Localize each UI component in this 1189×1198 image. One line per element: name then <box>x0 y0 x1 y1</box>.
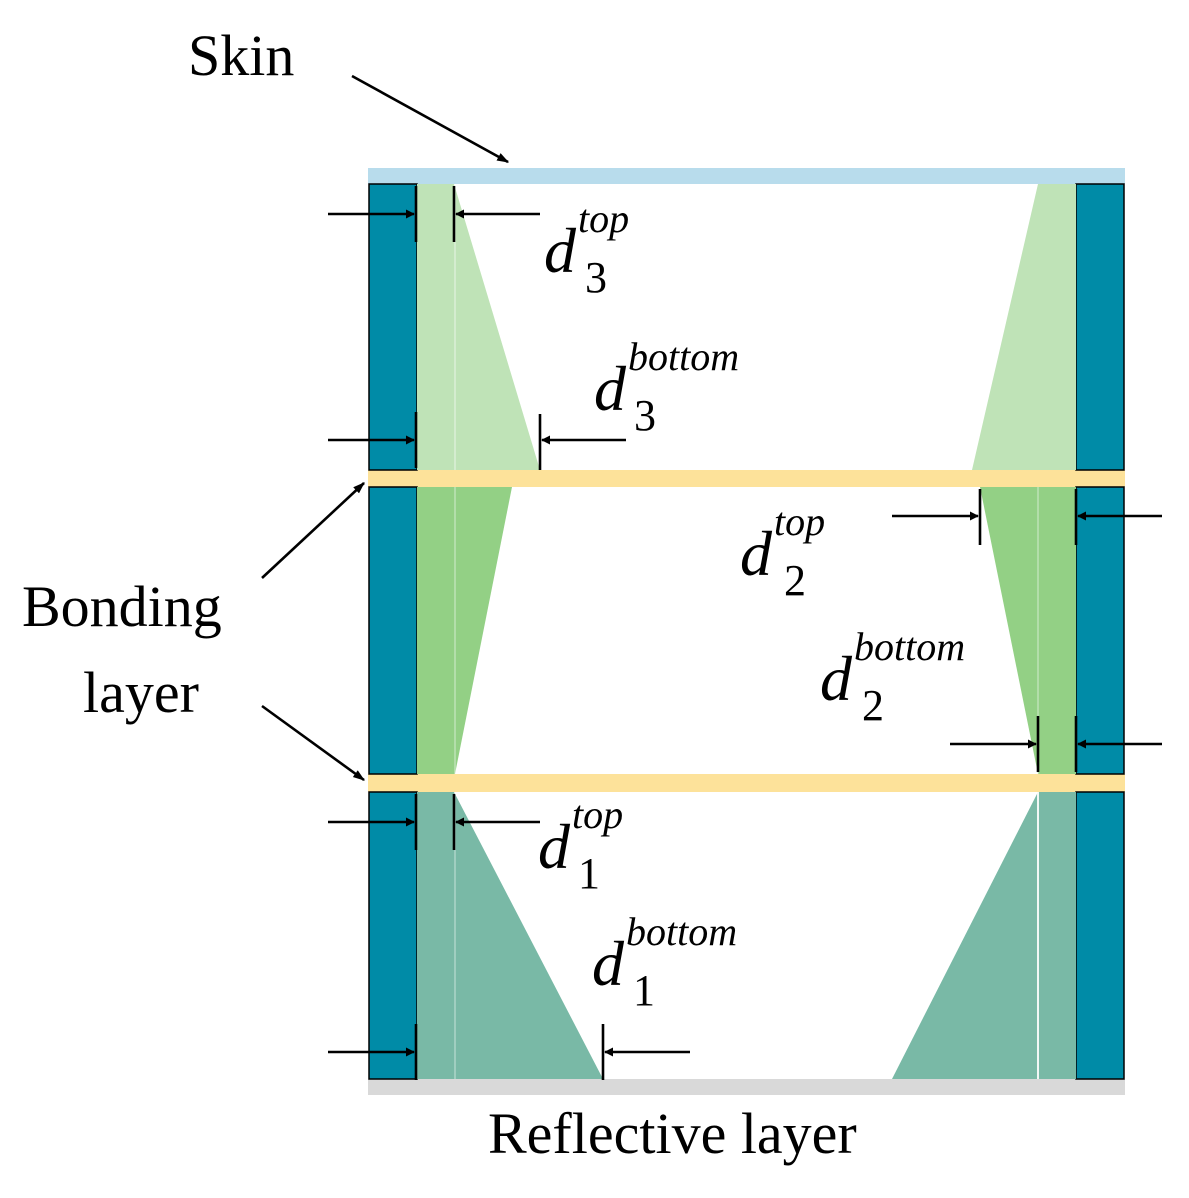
left-wall-layer2 <box>368 486 418 775</box>
right-wall-layer1 <box>1075 791 1125 1080</box>
left-wall-layer1 <box>368 791 418 1080</box>
taper-right-layer1 <box>892 792 1076 1079</box>
skin-pointer-arrow <box>351 74 510 164</box>
left-wall-layer3 <box>368 183 418 471</box>
skin-label: Skin <box>188 23 294 88</box>
right-wall-layer2 <box>1075 486 1125 775</box>
bonding-label-line1: Bonding <box>22 574 222 639</box>
taper-right-layer3 <box>972 184 1076 470</box>
taper-left-layer2 <box>417 487 512 774</box>
taper-left-layer3 <box>417 184 540 470</box>
skin-layer <box>368 168 1125 184</box>
bonding-layer-upper <box>368 470 1125 487</box>
reflective-label: Reflective layer <box>488 1101 857 1166</box>
bonding-pointer-arrow-upper <box>261 482 365 579</box>
reflective-layer <box>368 1079 1125 1095</box>
right-wall-layer3 <box>1075 183 1125 471</box>
taper-left-layer1 <box>417 792 603 1079</box>
taper-right-layer2 <box>980 487 1076 774</box>
bonding-layer-lower <box>368 774 1125 792</box>
bonding-label-line2: layer <box>83 660 199 725</box>
bonding-pointer-arrow-lower <box>261 704 365 782</box>
